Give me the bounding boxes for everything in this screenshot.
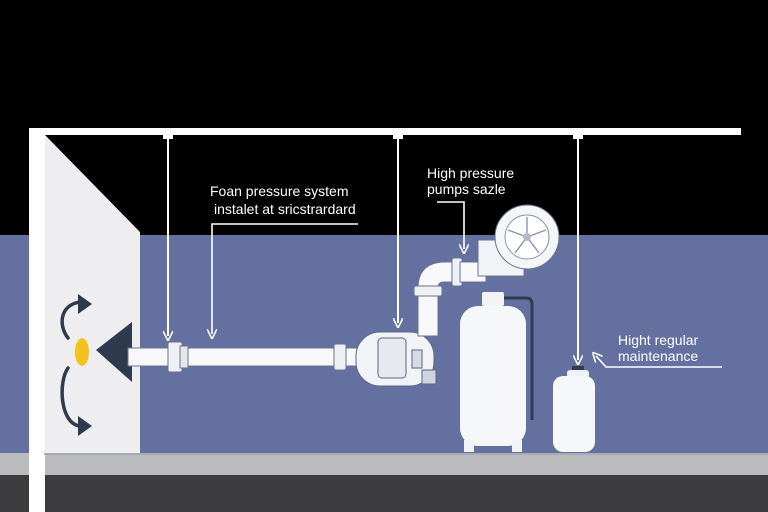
main-pipe <box>127 341 361 373</box>
floor-shadow <box>44 453 768 455</box>
rotation-arrow-icon <box>60 300 82 428</box>
rail-bracket <box>393 130 403 139</box>
foam-label-line2: instalet at sricstrardard <box>214 201 356 217</box>
maintenance-tank <box>553 366 595 452</box>
foam-leader <box>212 223 358 334</box>
floor-top <box>0 453 768 475</box>
rail-bracket <box>163 130 173 139</box>
left-post <box>29 128 45 512</box>
pump-label-line2: pumps sazle <box>427 181 506 197</box>
overhead-rail <box>29 128 741 135</box>
riser-pipe <box>413 257 487 337</box>
floor-base <box>0 475 768 512</box>
maint-label-line1: Hight regular <box>618 332 698 348</box>
night-sky <box>0 0 768 235</box>
callout-leaders <box>212 201 722 368</box>
drop-lines <box>168 135 578 360</box>
maint-leader <box>596 356 722 368</box>
rail-brackets <box>163 130 583 139</box>
pressure-tank <box>460 292 534 452</box>
maint-label-line2: maintenance <box>618 348 698 364</box>
pump-label-line1: High pressure <box>427 165 514 181</box>
foam-label-line1: Foan pressure system <box>210 183 349 199</box>
rail-bracket <box>573 130 583 139</box>
fan-icon <box>477 204 560 277</box>
pump-body <box>355 331 437 387</box>
light-cone-icon <box>75 322 132 382</box>
rotation-arrowheads <box>78 294 92 436</box>
side-panel <box>44 134 140 455</box>
pump-leader <box>437 201 464 249</box>
